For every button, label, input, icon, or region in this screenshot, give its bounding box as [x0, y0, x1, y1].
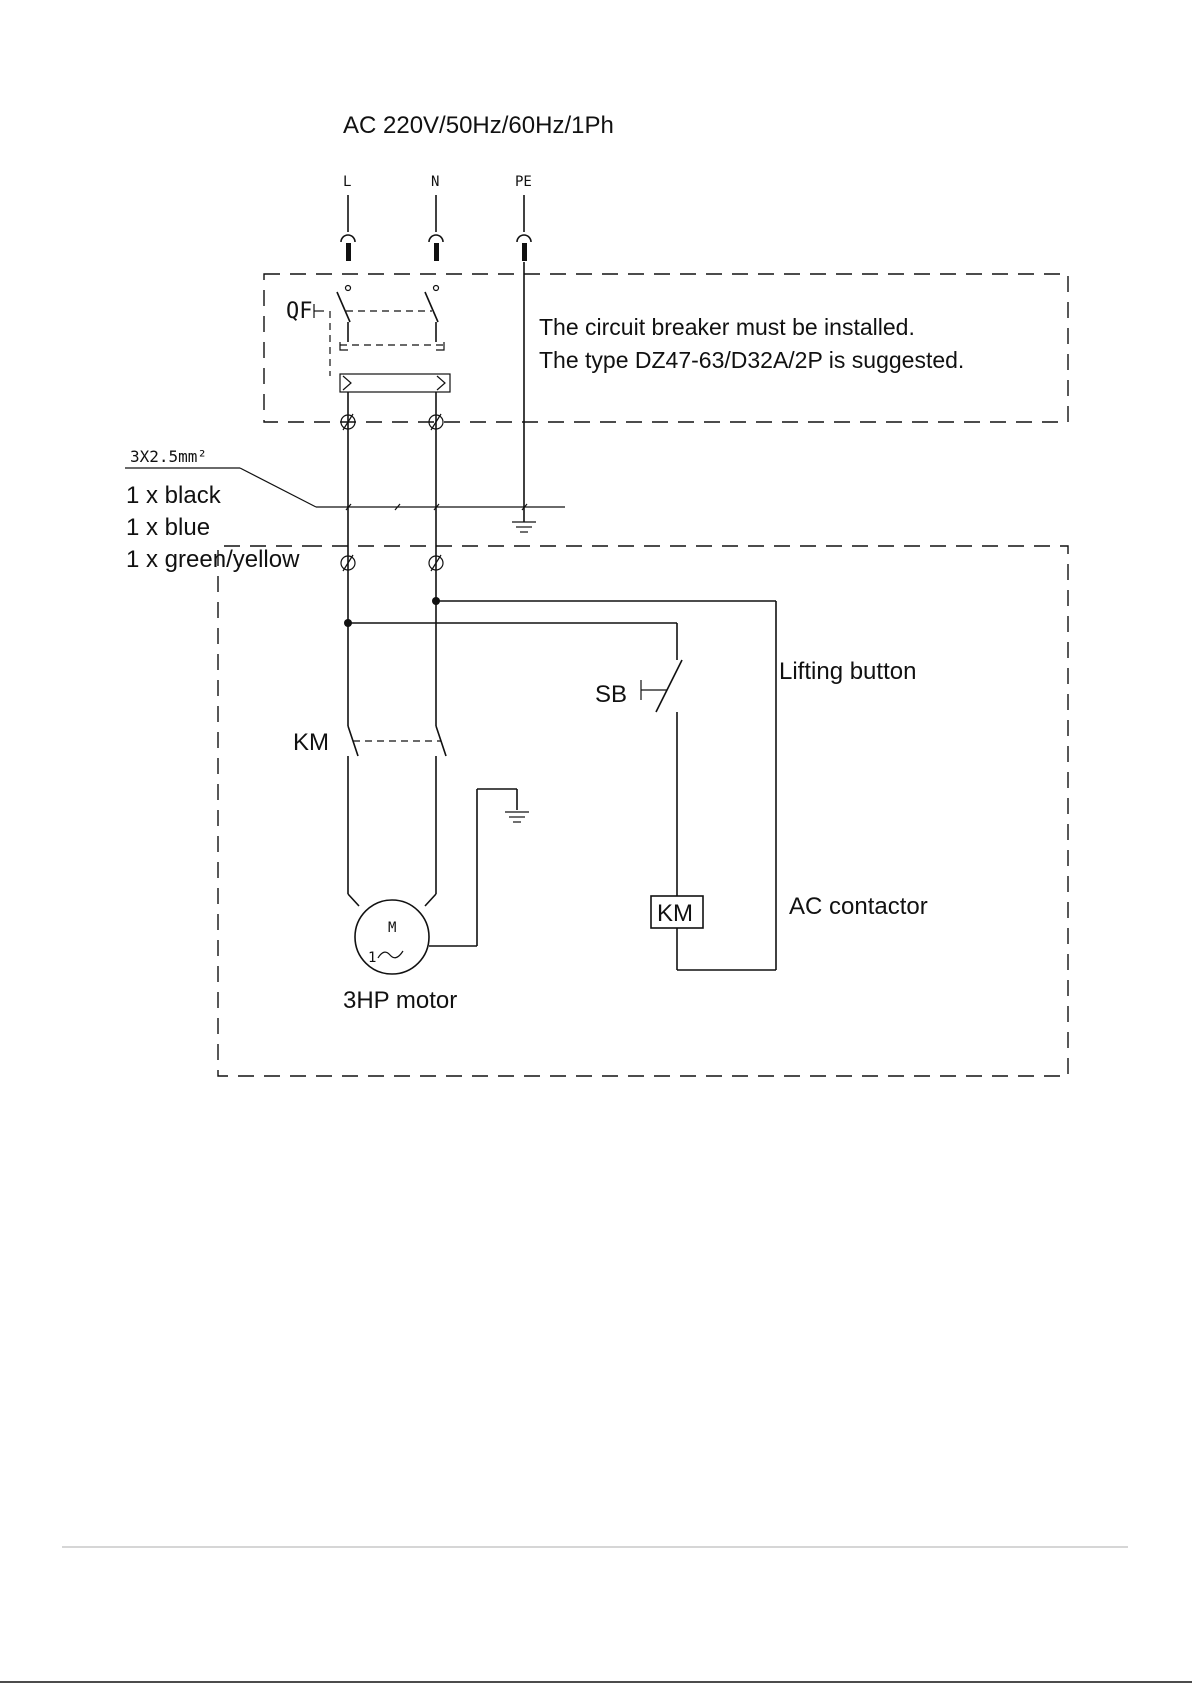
button-tag: SB	[595, 681, 627, 708]
contactor-contact-tag: KM	[293, 729, 329, 756]
cable-spec: 3X2.5mm²	[130, 447, 207, 466]
breaker-note-line1: The circuit breaker must be installed.	[539, 314, 915, 340]
supply-label: AC 220V/50Hz/60Hz/1Ph	[343, 112, 614, 139]
terminal-l-label: L	[343, 174, 351, 190]
cable-wire-3: 1 x green/yellow	[126, 546, 300, 573]
terminal-pe-socket	[517, 195, 531, 261]
breaker-tag: QF	[286, 299, 313, 324]
terminal-pe-label: PE	[515, 174, 532, 190]
terminal-n-socket	[429, 195, 443, 261]
control-circuit	[348, 601, 776, 970]
contactor-coil-tag: KM	[657, 900, 693, 927]
breaker-note-line2: The type DZ47-63/D32A/2P is suggested.	[539, 347, 964, 373]
button-label: Lifting button	[779, 658, 916, 685]
contactor-label: AC contactor	[789, 893, 928, 920]
lifting-button-sb	[641, 660, 682, 712]
terminal-block-lower	[341, 555, 443, 571]
motor-symbol-phase: 1	[368, 950, 376, 966]
motor-symbol-m: M	[388, 920, 396, 936]
circuit-breaker-qf	[314, 286, 450, 423]
terminal-n-label: N	[431, 174, 439, 190]
cable-wire-1: 1 x black	[126, 482, 222, 509]
pe-ground-symbol	[512, 522, 536, 532]
motor-label: 3HP motor	[343, 987, 457, 1014]
contactor-main-contacts	[348, 716, 446, 906]
cable-wire-2: 1 x blue	[126, 514, 210, 541]
motor-symbol	[355, 789, 529, 974]
terminal-l-socket	[341, 195, 355, 261]
